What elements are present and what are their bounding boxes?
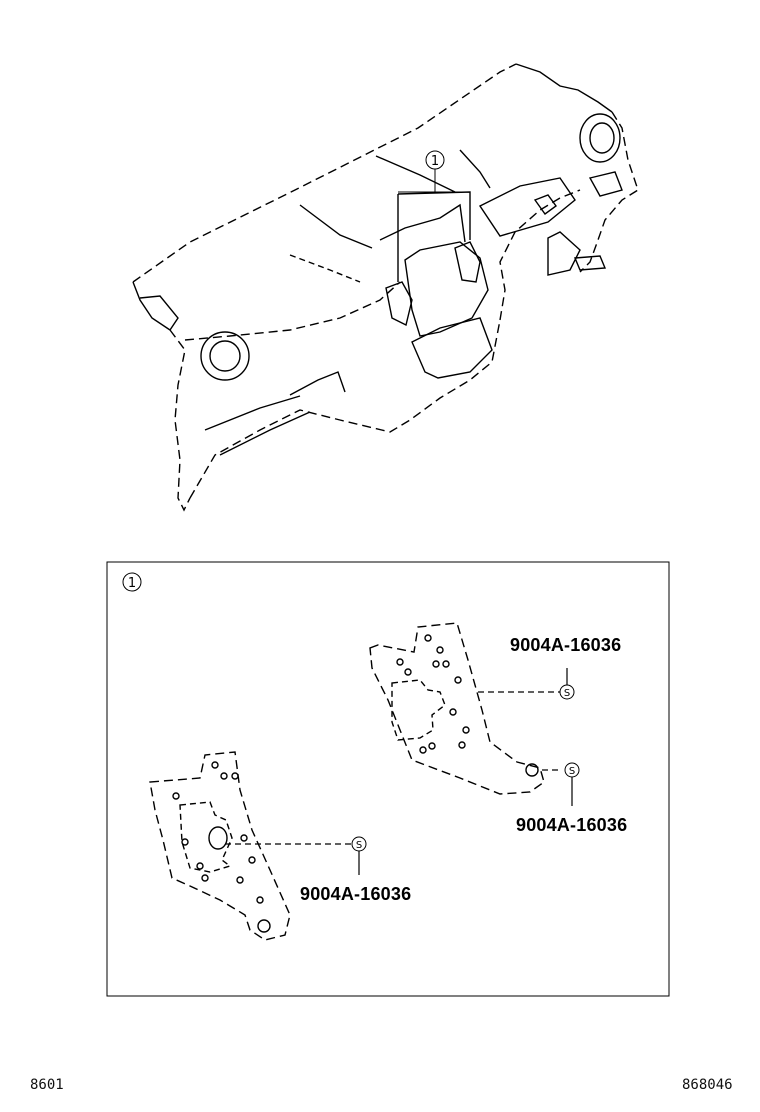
dashboard-assembly	[132, 63, 639, 512]
part-label-upper: 9004A-16036	[510, 635, 621, 655]
bolt-symbol-right: S	[564, 762, 580, 778]
svg-text:S: S	[564, 688, 570, 699]
svg-text:S: S	[356, 840, 362, 851]
svg-text:1: 1	[128, 576, 136, 591]
footer-left-code: 8601	[30, 1077, 64, 1093]
upper-bracket	[369, 622, 545, 795]
detail-callout: 1	[122, 572, 142, 592]
bolt-symbol-upper: S	[559, 684, 575, 700]
lower-bracket	[149, 751, 291, 941]
dashboard-callout: 1	[398, 150, 470, 193]
footer-right-code: 868046	[682, 1077, 733, 1093]
part-label-lower: 9004A-16036	[300, 884, 411, 904]
bolt-symbol-lower: S	[351, 836, 367, 852]
detail-frame	[106, 561, 670, 997]
bolt-leaders	[225, 668, 573, 875]
part-label-right: 9004A-16036	[516, 815, 627, 835]
callout-number: 1	[431, 154, 439, 169]
callout-bracket	[398, 169, 470, 193]
svg-text:S: S	[569, 766, 575, 777]
